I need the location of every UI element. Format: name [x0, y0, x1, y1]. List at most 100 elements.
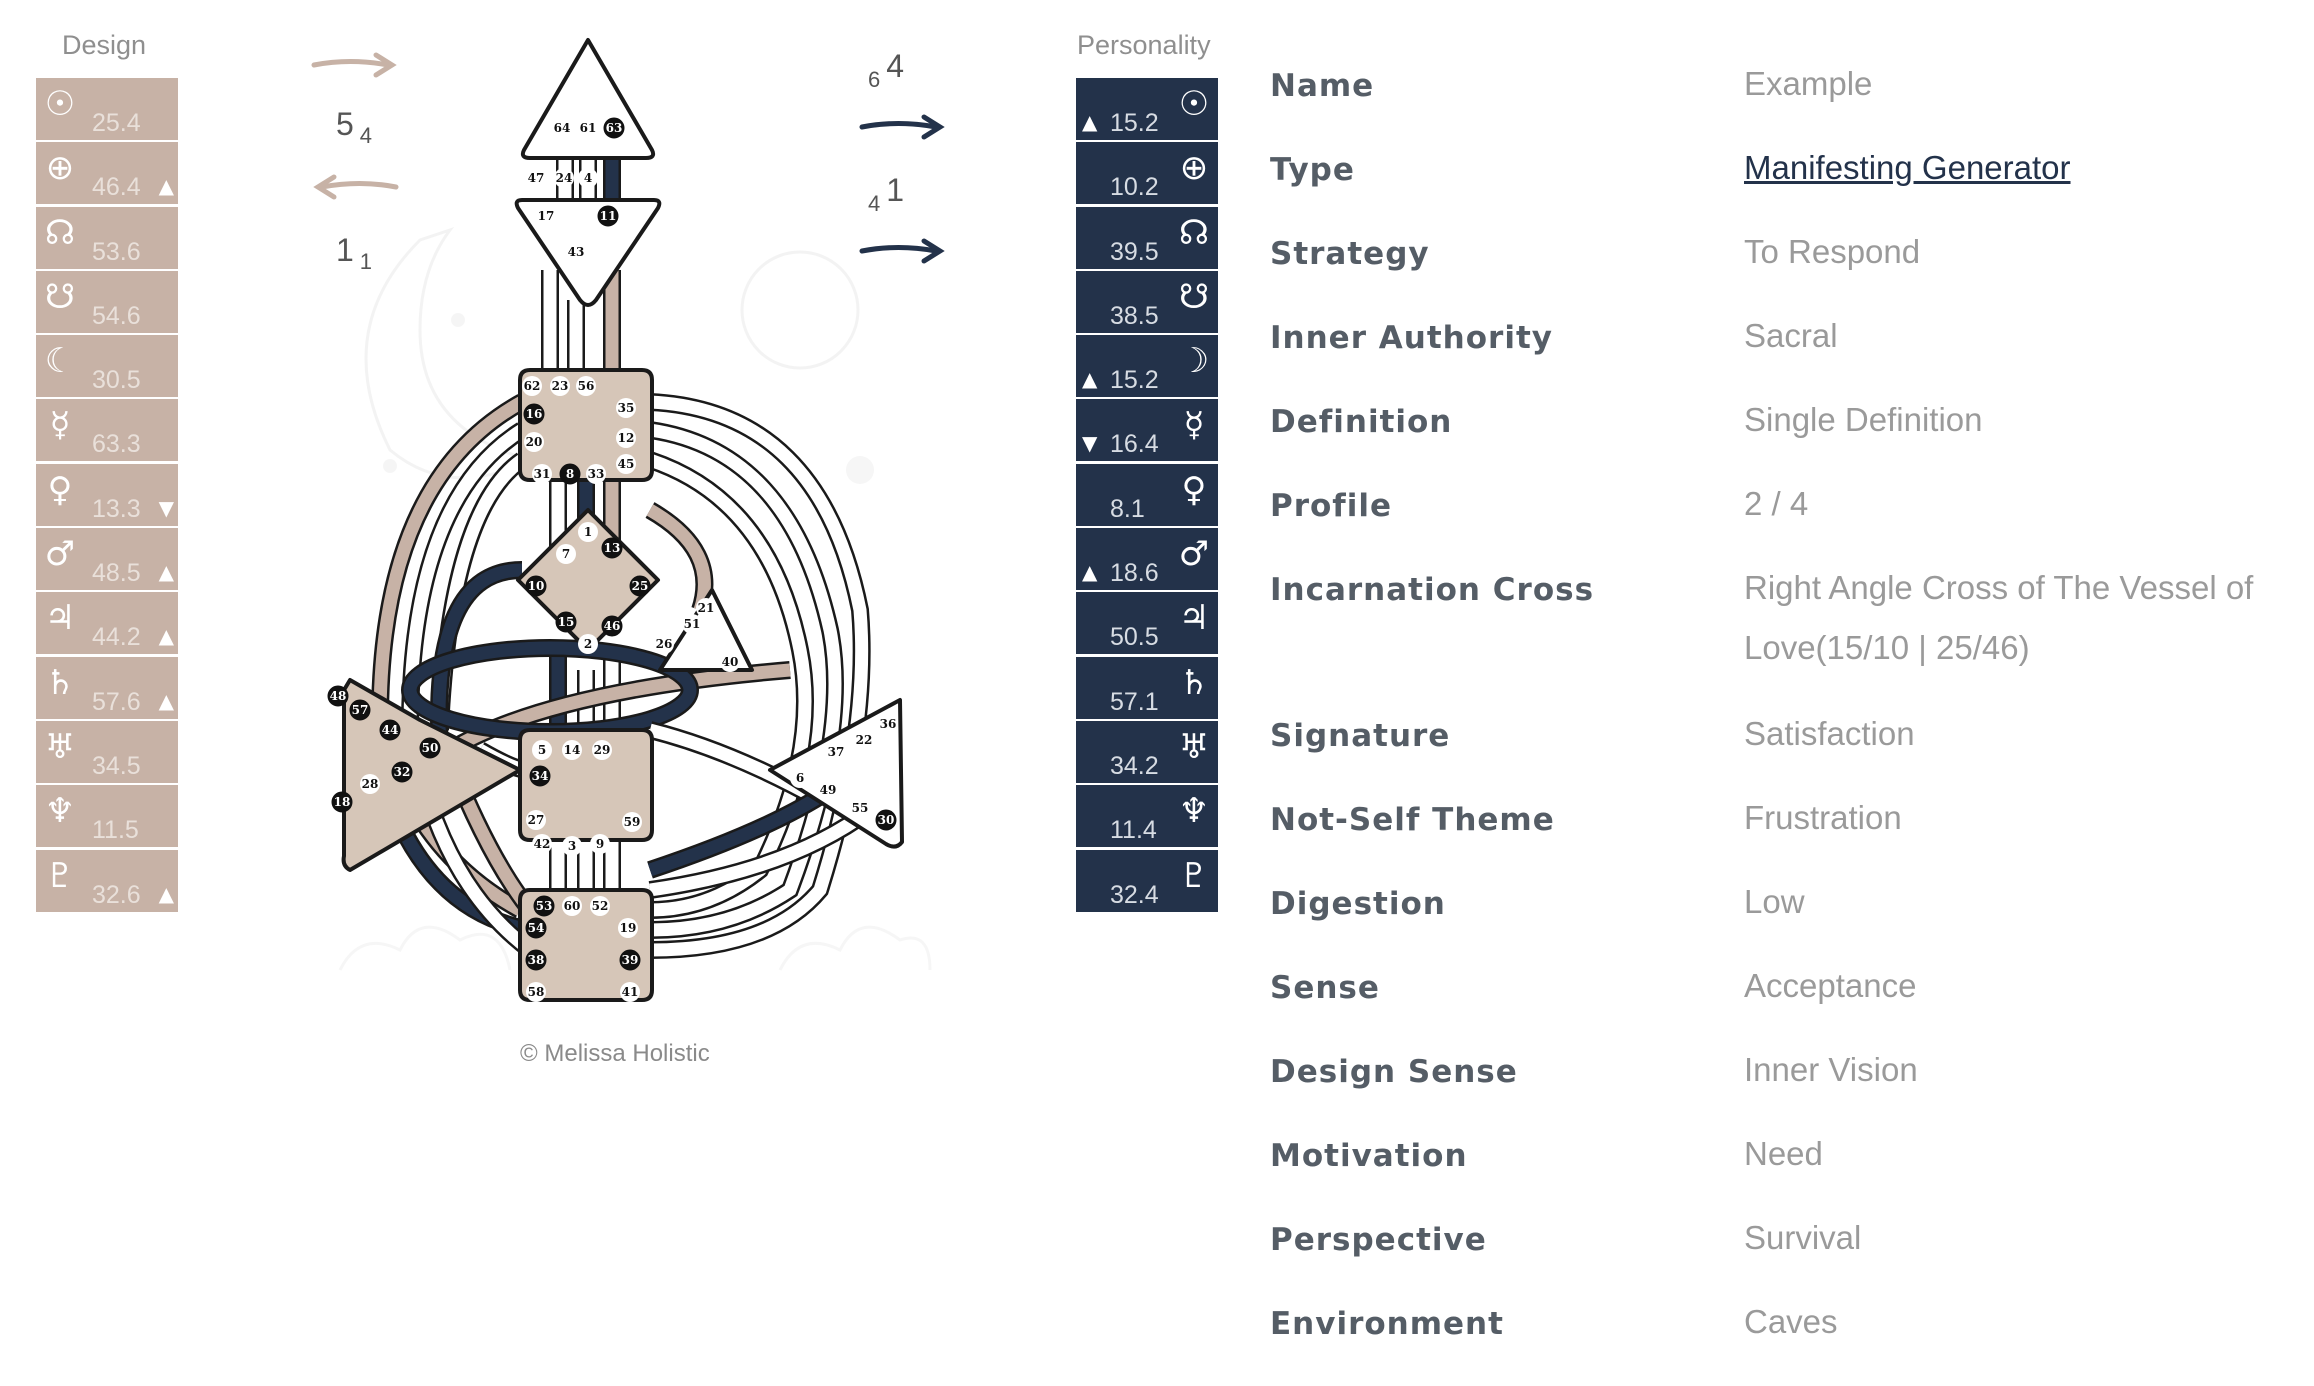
design-gate-line: 48.5	[92, 559, 141, 588]
personality-gate-line: 11.4	[1110, 816, 1157, 845]
down-arrow-icon: ▼	[1082, 431, 1098, 456]
personality-planets: ☉15.2▲⊕10.2☊39.5☋38.5☽15.2▲☿16.4▼♀8.1♂18…	[1076, 78, 1218, 914]
personality-gate-line: 57.1	[1110, 687, 1159, 716]
up-arrow-icon: ▲	[158, 688, 174, 713]
gate-marker	[601, 615, 623, 637]
property-label: Sense	[1270, 970, 1380, 1006]
design-row: ♄57.6▲	[36, 656, 178, 719]
property-value: Need	[1744, 1135, 1823, 1172]
design-top-arrow-icon	[311, 52, 397, 78]
up-arrow-icon: ▲	[1082, 560, 1098, 585]
personality-gate-line: 34.2	[1110, 751, 1159, 780]
mercury-icon: ☿	[1183, 405, 1205, 446]
gate-marker	[878, 714, 898, 734]
channel-35-36	[649, 395, 869, 957]
gate-marker	[622, 812, 642, 832]
property-label: Signature	[1270, 718, 1451, 754]
gate-number: 33	[588, 467, 605, 481]
gate-number: 38	[528, 953, 545, 967]
property-label: Not-Self Theme	[1270, 802, 1555, 838]
property-value: Inner Vision	[1744, 1051, 1918, 1088]
gate-marker	[550, 376, 570, 396]
gate-marker	[379, 719, 401, 741]
gate-number: 47	[528, 171, 545, 185]
sacral-center	[518, 728, 654, 842]
gate-number: 12	[618, 431, 635, 445]
gate-marker	[566, 242, 586, 262]
property-value: Survival	[1744, 1219, 1862, 1256]
throat-center	[518, 368, 654, 482]
gate-marker	[525, 949, 547, 971]
property-value: To Respond	[1744, 233, 1921, 270]
gate-number: 56	[578, 379, 595, 393]
gate-marker	[552, 118, 572, 138]
gate-marker	[875, 809, 897, 831]
gate-marker	[536, 206, 556, 226]
property-label: Motivation	[1270, 1138, 1468, 1174]
channel-39-55	[649, 804, 874, 897]
gate-number: 42	[534, 837, 551, 851]
up-arrow-icon: ▲	[158, 560, 174, 585]
gate-marker	[620, 982, 640, 1002]
gate-number: 28	[362, 777, 379, 791]
personality-row: ☉15.2▲	[1076, 78, 1218, 140]
ajna-center	[514, 198, 662, 307]
property-value: Right Angle Cross of The Vessel of Love(…	[1744, 569, 2254, 666]
personality-gate-line: 10.2	[1110, 173, 1159, 202]
personality-gate-line: 39.5	[1110, 237, 1159, 266]
mercury-icon: ☿	[49, 405, 71, 446]
property-row: Not-Self Theme Frustration	[1270, 798, 2290, 882]
gate-marker	[532, 464, 552, 484]
gate-marker	[854, 730, 874, 750]
gate-number: 23	[552, 379, 569, 393]
channel-12-22	[649, 423, 842, 937]
gate-marker	[525, 575, 547, 597]
gate-marker	[616, 454, 636, 474]
gate-number: 60	[564, 899, 581, 913]
gate-number: 29	[594, 743, 611, 757]
design-gate-line: 46.4	[92, 173, 141, 202]
gate-number: 52	[592, 899, 609, 913]
jupiter-icon: ♃	[44, 598, 76, 639]
earth-icon: ⊕	[45, 148, 75, 189]
property-label: Digestion	[1270, 886, 1446, 922]
gate-marker	[532, 834, 552, 854]
gate-number: 45	[618, 457, 635, 471]
personality-gate-line: 18.6	[1110, 559, 1159, 588]
property-value: Frustration	[1744, 799, 1902, 836]
design-row: ♀13.3▼	[36, 463, 178, 526]
personality-column-title: Personality	[1077, 30, 1211, 60]
channel-25-51	[646, 504, 711, 613]
design-row: ♆11.5	[36, 785, 178, 848]
gate-number: 14	[564, 743, 581, 757]
personality-bottom-color: 1	[886, 172, 905, 208]
down-arrow-icon: ▼	[158, 495, 174, 520]
channel-45-21	[647, 453, 812, 917]
gate-number: 32	[394, 765, 411, 779]
personality-gate-line: 15.2	[1110, 366, 1159, 395]
gate-marker	[526, 982, 546, 1002]
gate-number: 7	[562, 547, 570, 561]
north-node-icon: ☊	[44, 212, 76, 253]
personality-gate-line: 38.5	[1110, 301, 1159, 330]
gate-marker	[331, 791, 353, 813]
gate-marker	[654, 634, 674, 654]
gate-marker	[578, 118, 598, 138]
gate-marker	[554, 168, 574, 188]
gate-marker	[562, 896, 582, 916]
gate-marker	[616, 428, 636, 448]
property-label: Incarnation Cross	[1270, 572, 1595, 608]
design-row: ♇32.6▲	[36, 849, 178, 912]
uranus-icon: ♅	[1178, 726, 1210, 767]
gate-marker	[524, 432, 544, 452]
gate-number: 10	[528, 579, 545, 593]
property-row: Motivation Need	[1270, 1134, 2290, 1218]
design-row: ♅34.5	[36, 720, 178, 783]
gate-number: 58	[528, 985, 545, 999]
type-link[interactable]: Manifesting Generator	[1744, 149, 2071, 186]
